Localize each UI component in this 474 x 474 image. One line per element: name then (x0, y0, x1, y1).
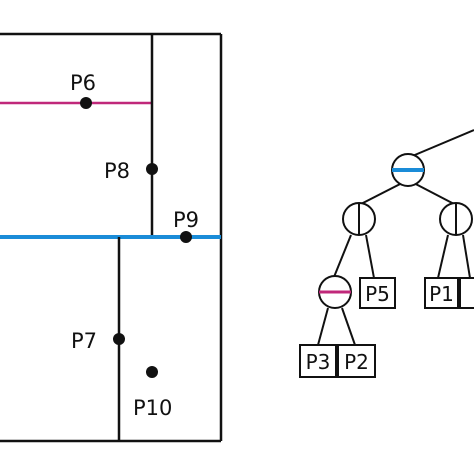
point-p6-dot (80, 97, 92, 109)
point-p9-label: P9 (173, 208, 199, 232)
point-p8-dot (146, 163, 158, 175)
tree-edge-root-top (409, 129, 474, 158)
point-p7-label: P7 (71, 329, 97, 353)
tree-edge-to-p1 (437, 234, 449, 279)
point-p8-label: P8 (104, 159, 130, 183)
tree-panel: P5 P1 P3 P2 (299, 129, 474, 378)
tree-edge-right-leaf (462, 234, 471, 279)
partition-panel: P6 P8 P9 P7 P10 (0, 32, 223, 443)
tree-edge-to-p3 (317, 307, 329, 346)
point-p6-label: P6 (70, 71, 96, 95)
tree-leaf-p5-box (359, 277, 396, 309)
tree-edge-to-magenta-node (333, 234, 352, 278)
tree-leaf-clipped-box (459, 277, 474, 309)
tree-leaf-p5-label: P5 (365, 282, 390, 306)
point-p10-label: P10 (133, 396, 172, 420)
tree-leaf-p2-box (337, 344, 376, 378)
tree-edge-to-p2 (341, 307, 356, 346)
tree-leaf-p1-label: P1 (429, 282, 454, 306)
point-p9-dot (180, 231, 192, 243)
tree-leaf-p2-label: P2 (344, 350, 369, 374)
tree-edge-to-p5 (365, 234, 375, 279)
tree-leaf-p1-box (424, 277, 459, 309)
point-p10-dot (146, 366, 158, 378)
point-p7-dot (113, 333, 125, 345)
tree-leaf-p3-label: P3 (306, 350, 331, 374)
tree-leaf-p3-box (299, 344, 337, 378)
